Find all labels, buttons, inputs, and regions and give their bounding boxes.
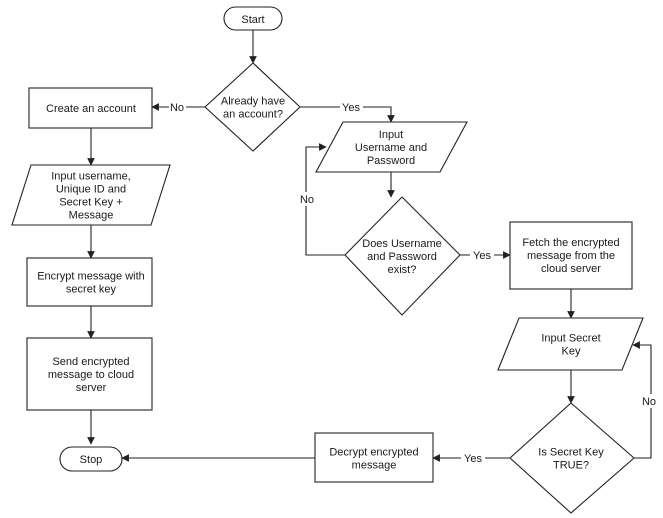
stop-label: Stop bbox=[80, 454, 103, 466]
edge-label-yes-login: Yes bbox=[340, 100, 363, 114]
start-terminal bbox=[223, 6, 283, 31]
key-true-line-2: TRUE? bbox=[553, 460, 589, 472]
edge-label-no-retry-key-text: No bbox=[642, 396, 656, 408]
edge-label-no-create-text: No bbox=[170, 102, 184, 114]
already-line-1: Already have bbox=[221, 96, 285, 108]
input-pw-line-2: Username and bbox=[355, 142, 427, 154]
edge-label-yes-login-text: Yes bbox=[342, 102, 360, 114]
fetch-line-2: message from the bbox=[527, 250, 615, 262]
input-secret-key-box bbox=[497, 317, 644, 371]
decrypt-line-1: Decrypt encrypted bbox=[329, 447, 418, 459]
already-have-account-decision bbox=[204, 62, 301, 152]
credentials-exist-decision bbox=[344, 196, 461, 316]
edge-label-yes-decrypt: Yes bbox=[461, 451, 485, 465]
edge-label-no-retry-pw-text: No bbox=[300, 194, 314, 206]
edge-label-yes-decrypt-text: Yes bbox=[464, 453, 482, 465]
start-line-1: Start bbox=[241, 14, 264, 26]
input-user-line-1: Input username, bbox=[51, 171, 131, 183]
input-user-line-2: Unique ID and bbox=[56, 184, 126, 196]
edge-label-no-create: No bbox=[169, 100, 186, 114]
fetch-line-3: cloud server bbox=[541, 263, 601, 275]
create-line-1: Create an account bbox=[46, 103, 136, 115]
create-account-box bbox=[28, 87, 153, 129]
fetch-encrypted-box bbox=[509, 221, 633, 290]
exists-line-3: exist? bbox=[388, 264, 417, 276]
input-pw-line-3: Password bbox=[367, 155, 415, 167]
already-line-2: an account? bbox=[223, 109, 283, 121]
edge-label-yes-fetch-text: Yes bbox=[473, 250, 491, 262]
input-username-data-box bbox=[11, 164, 171, 226]
key-true-line-1: Is Secret Key bbox=[538, 447, 604, 459]
exists-line-1: Does Username bbox=[362, 238, 441, 250]
input-username-password-box bbox=[315, 121, 468, 173]
send-line-1: Send encrypted bbox=[52, 356, 129, 368]
stop-line-1: Stop bbox=[80, 454, 103, 466]
encrypt-line-1: Encrypt message with bbox=[37, 271, 145, 283]
create-account-label: Create an account bbox=[46, 103, 136, 115]
input-pw-line-1: Input bbox=[379, 129, 403, 141]
secret-key-true-decision bbox=[509, 402, 635, 514]
decrypt-message-box bbox=[314, 432, 434, 483]
send-line-3: server bbox=[76, 382, 107, 394]
input-user-line-4: Message bbox=[69, 210, 114, 222]
encrypt-message-box bbox=[26, 257, 153, 307]
edge-label-yes-fetch: Yes bbox=[470, 248, 494, 262]
send-line-2: message to cloud bbox=[48, 369, 134, 381]
edge-label-no-retry-key: No bbox=[640, 394, 658, 408]
edge-label-no-retry-pw: No bbox=[298, 192, 316, 206]
fetch-line-1: Fetch the encrypted bbox=[522, 237, 619, 249]
exists-line-2: and Password bbox=[367, 251, 437, 263]
input-user-line-3: Secret Key + bbox=[59, 197, 122, 209]
start-label: Start bbox=[241, 14, 264, 26]
decrypt-line-2: message bbox=[352, 460, 397, 472]
stop-terminal bbox=[59, 446, 123, 472]
send-encrypted-box bbox=[26, 337, 153, 411]
input-key-line-1: Input Secret bbox=[541, 333, 600, 345]
encrypt-line-2: secret key bbox=[66, 284, 117, 296]
edge-decision-to-login bbox=[300, 106, 395, 123]
input-key-line-2: Key bbox=[562, 346, 581, 358]
